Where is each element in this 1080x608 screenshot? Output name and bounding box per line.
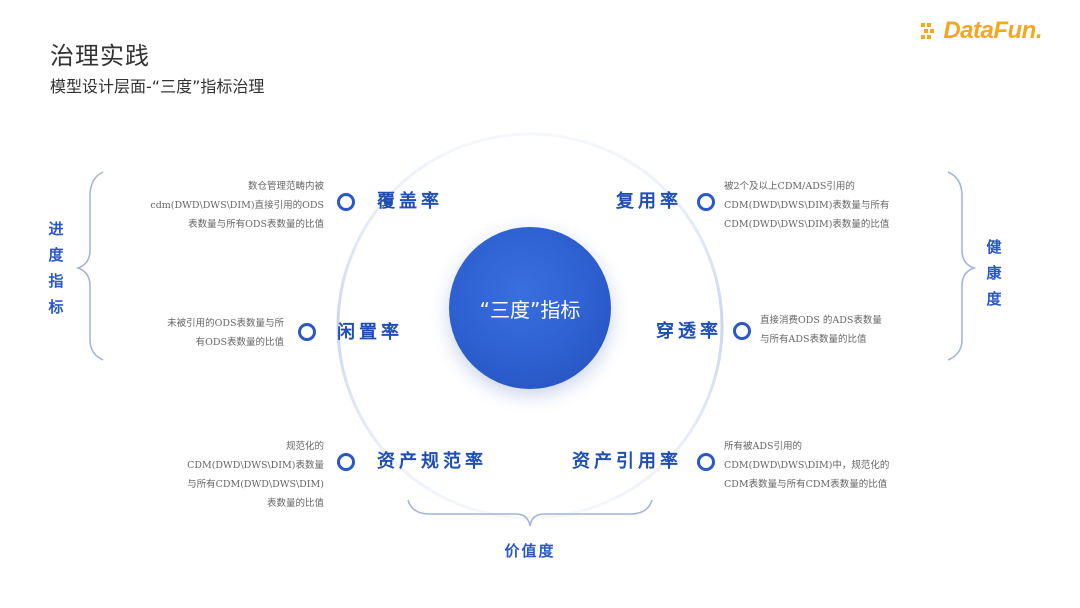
reference-node [697, 453, 715, 471]
progress-char: 标 [48, 298, 64, 316]
desc-line: 与所有ADS表数量的比值 [760, 334, 867, 345]
reference-description: 所有被ADS引用的 CDM(DWD\DWS\DIM)中，规范化的 CDM表数量与… [724, 437, 889, 494]
desc-line: 被2个及以上CDM/ADS引用的 [724, 181, 855, 192]
idle-node [298, 323, 316, 341]
penetration-metric: 穿透率 [656, 321, 722, 342]
reuse-metric: 复用率 [616, 191, 682, 212]
progress-char: 度 [48, 246, 64, 264]
value-label: 价值度 [504, 542, 556, 560]
coverage-description: 数仓管理范畴内被 cdm(DWD\DWS\DIM)直接引用的ODS 表数量与所有… [150, 177, 324, 234]
desc-line: 有ODS表数量的比值 [195, 337, 284, 348]
desc-line: 与所有CDM(DWD\DWS\DIM) [187, 479, 324, 490]
health-char: 度 [986, 290, 1002, 308]
desc-line: 规范化的 [285, 441, 324, 452]
desc-line: 直接消费ODS 的ADS表数量 [760, 315, 882, 326]
datafun-logo: DataFun. [921, 14, 1042, 48]
desc-line: 未被引用的ODS表数量与所 [167, 318, 284, 329]
idle-description: 未被引用的ODS表数量与所 有ODS表数量的比值 [167, 314, 284, 352]
page-subtitle: 模型设计层面-“三度”指标治理 [50, 77, 265, 96]
logo-text: DataFun. [943, 17, 1042, 44]
health-char: 康 [986, 264, 1002, 282]
desc-line: 所有被ADS引用的 [724, 441, 802, 452]
desc-line: CDM(DWD\DWS\DIM)中，规范化的 [724, 460, 890, 471]
health-label: 健 康 度 [984, 234, 1004, 312]
standard-node [337, 453, 355, 471]
health-char: 健 [986, 238, 1002, 256]
standard-metric: 资产规范率 [377, 451, 487, 472]
left-bracket [75, 171, 104, 361]
desc-line: cdm(DWD\DWS\DIM)直接引用的ODS [150, 200, 324, 211]
idle-metric: 闲置率 [337, 322, 403, 343]
center-circle: “三度”指标 [449, 227, 611, 389]
desc-line: CDM表数量与所有CDM表数量的比值 [724, 479, 888, 490]
coverage-node [337, 193, 355, 211]
progress-indicator-label: 进 度 指 标 [46, 216, 66, 320]
bottom-bracket [407, 499, 653, 527]
desc-line: CDM(DWD\DWS\DIM)表数量的比值 [724, 219, 890, 230]
desc-line: 数仓管理范畴内被 [247, 181, 324, 192]
desc-line: CDM(DWD\DWS\DIM)表数量与所有 [724, 200, 890, 211]
page-title: 治理实践 [50, 42, 150, 70]
logo-mark-icon [921, 23, 935, 39]
right-bracket [947, 171, 977, 361]
desc-line: 表数量与所有ODS表数量的比值 [188, 219, 324, 230]
progress-char: 指 [48, 272, 64, 290]
reuse-node [697, 193, 715, 211]
penetration-node [733, 322, 751, 340]
reuse-description: 被2个及以上CDM/ADS引用的 CDM(DWD\DWS\DIM)表数量与所有 … [724, 177, 889, 234]
progress-char: 进 [48, 220, 64, 238]
outer-ring [336, 132, 724, 520]
standard-description: 规范化的 CDM(DWD\DWS\DIM)表数量 与所有CDM(DWD\DWS\… [187, 437, 324, 513]
desc-line: 表数量的比值 [266, 498, 324, 509]
penetration-description: 直接消费ODS 的ADS表数量 与所有ADS表数量的比值 [760, 311, 882, 349]
reference-metric: 资产引用率 [572, 451, 682, 472]
desc-line: CDM(DWD\DWS\DIM)表数量 [187, 460, 324, 471]
coverage-metric: 覆盖率 [377, 191, 443, 212]
center-label: “三度”指标 [479, 297, 581, 322]
